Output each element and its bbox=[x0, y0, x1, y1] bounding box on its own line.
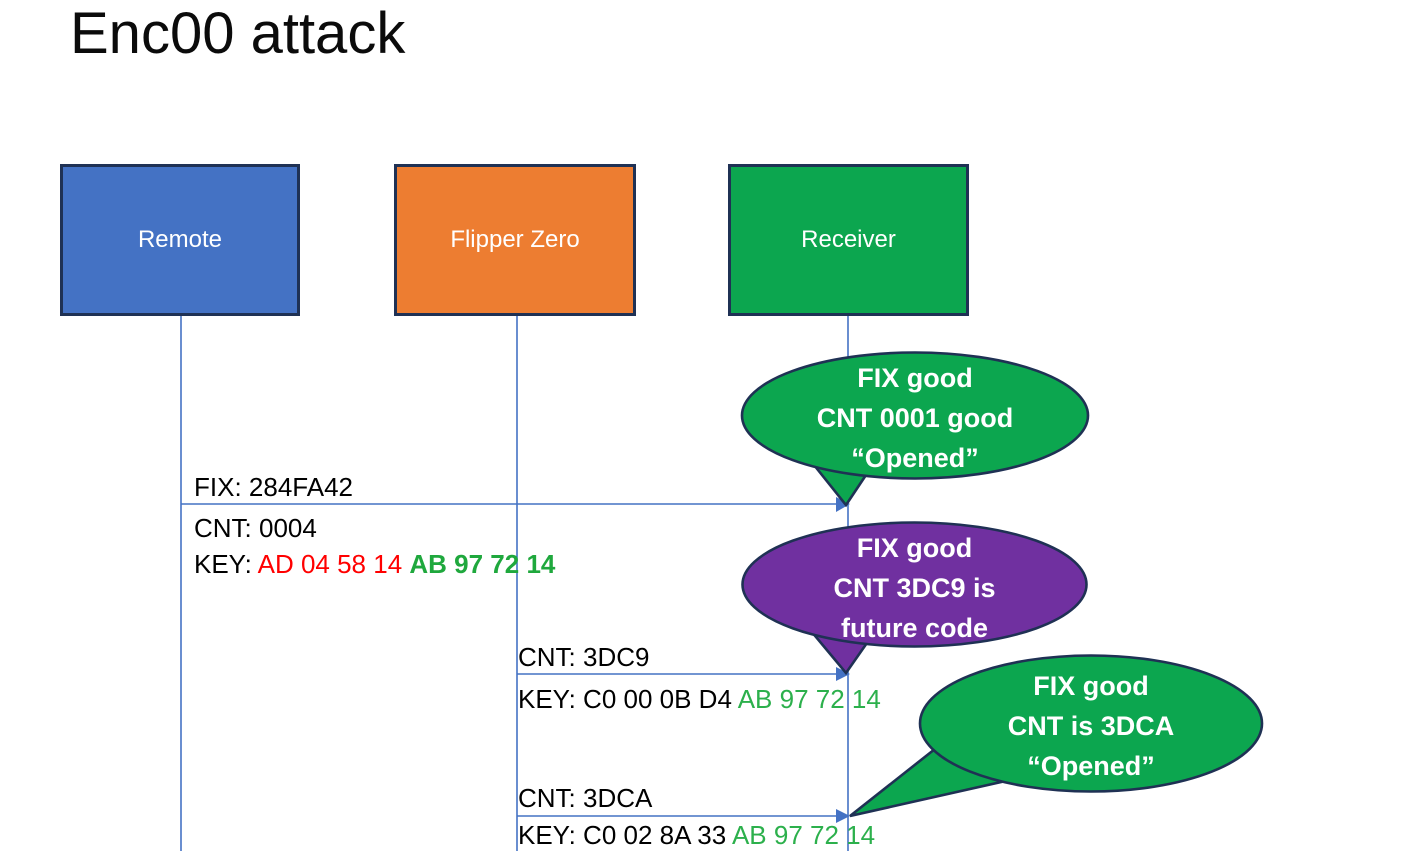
msg2-key-label: KEY: C0 00 0B D4 AB 97 72 14 bbox=[518, 683, 881, 715]
msg2-key-changed-bytes: C0 00 0B D4 bbox=[583, 684, 738, 714]
callout-2-line3: future code bbox=[840, 613, 988, 643]
arrowhead-msg1-icon bbox=[836, 497, 850, 512]
callout-2-line1: FIX good bbox=[856, 533, 973, 563]
msg3-key-fixed-bytes: AB 97 72 14 bbox=[731, 820, 876, 850]
msg3-key-changed-bytes: C0 02 8A 33 bbox=[583, 820, 732, 850]
callout-2-line2: CNT 3DC9 is bbox=[833, 573, 996, 603]
msg1-cnt-label: CNT: 0004 bbox=[194, 513, 317, 543]
actor-box-receiver: Receiver bbox=[728, 164, 969, 316]
actor-label-flipper-zero: Flipper Zero bbox=[450, 226, 580, 253]
actor-label-receiver: Receiver bbox=[801, 226, 896, 253]
callout-3-line1: FIX good bbox=[1033, 671, 1149, 701]
msg1-fix-label: FIX: 284FA42 bbox=[194, 472, 353, 502]
msg3-cnt-label: CNT: 3DCA bbox=[518, 783, 653, 813]
msg1-key-changed-bytes: AD 04 58 14 bbox=[257, 549, 410, 579]
msg2-key-prefix: KEY: bbox=[518, 684, 584, 714]
callout-3-text: FIX good CNT is 3DCA “Opened” bbox=[920, 666, 1262, 786]
callout-1-line2: CNT 0001 good bbox=[816, 403, 1014, 433]
msg1-key-fixed-bytes: AB 97 72 14 bbox=[409, 549, 556, 579]
callout-2-ellipse bbox=[741, 521, 1088, 648]
callout-1-line3: “Opened” bbox=[851, 443, 979, 473]
actor-label-remote: Remote bbox=[137, 226, 223, 253]
actor-box-flipper-zero: Flipper Zero bbox=[394, 164, 636, 316]
callout-bubble-1 bbox=[740, 351, 1090, 508]
callout-3-line3: “Opened” bbox=[1027, 751, 1155, 781]
callout-bubble-2 bbox=[741, 521, 1088, 676]
arrowhead-msg2-icon bbox=[836, 667, 850, 681]
msg3-key-label: KEY: C0 02 8A 33 AB 97 72 14 bbox=[518, 819, 875, 851]
callout-2-text: FIX good CNT 3DC9 is future code bbox=[742, 528, 1087, 648]
actor-box-remote: Remote bbox=[60, 164, 300, 316]
callout-3-line2: CNT is 3DCA bbox=[1007, 711, 1175, 741]
callout-1-ellipse bbox=[740, 351, 1090, 480]
msg2-key-fixed-bytes: AB 97 72 14 bbox=[737, 684, 881, 714]
msg1-key-label: KEY: AD 04 58 14 AB 97 72 14 bbox=[194, 548, 555, 580]
callout-1-line1: FIX good bbox=[857, 363, 973, 393]
msg1-key-prefix: KEY: bbox=[194, 549, 258, 579]
msg2-cnt-label: CNT: 3DC9 bbox=[518, 642, 650, 672]
callout-bubble-3 bbox=[849, 654, 1264, 818]
callout-3-ellipse bbox=[918, 654, 1264, 793]
arrowhead-msg3-icon bbox=[836, 809, 850, 823]
msg3-key-prefix: KEY: bbox=[518, 820, 584, 850]
callout-1-text: FIX good CNT 0001 good “Opened” bbox=[742, 358, 1088, 478]
slide-title: Enc00 attack bbox=[70, 1, 406, 66]
